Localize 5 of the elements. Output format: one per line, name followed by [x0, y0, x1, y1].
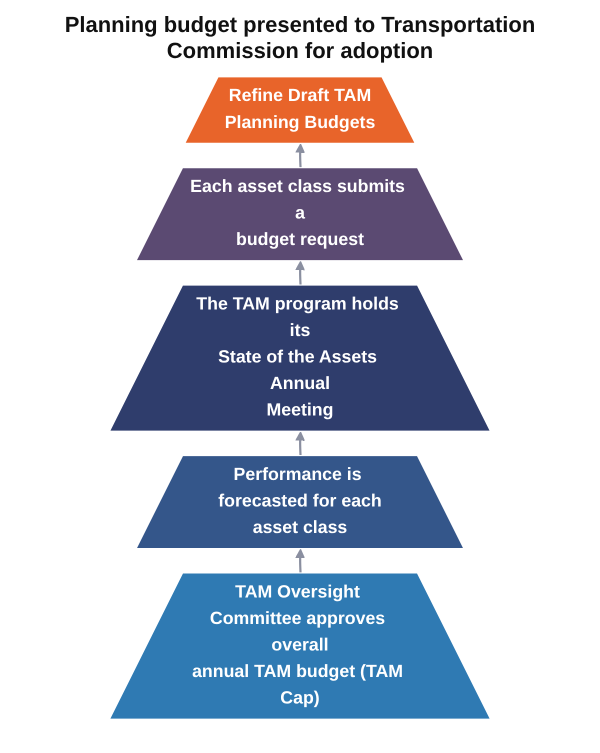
arrow: [295, 260, 305, 286]
arrow: [295, 143, 305, 168]
arrow: [295, 431, 305, 456]
diagram-title: Planning budget presented to Transportation Commission for adoption: [64, 11, 536, 65]
arrow: [295, 548, 305, 574]
